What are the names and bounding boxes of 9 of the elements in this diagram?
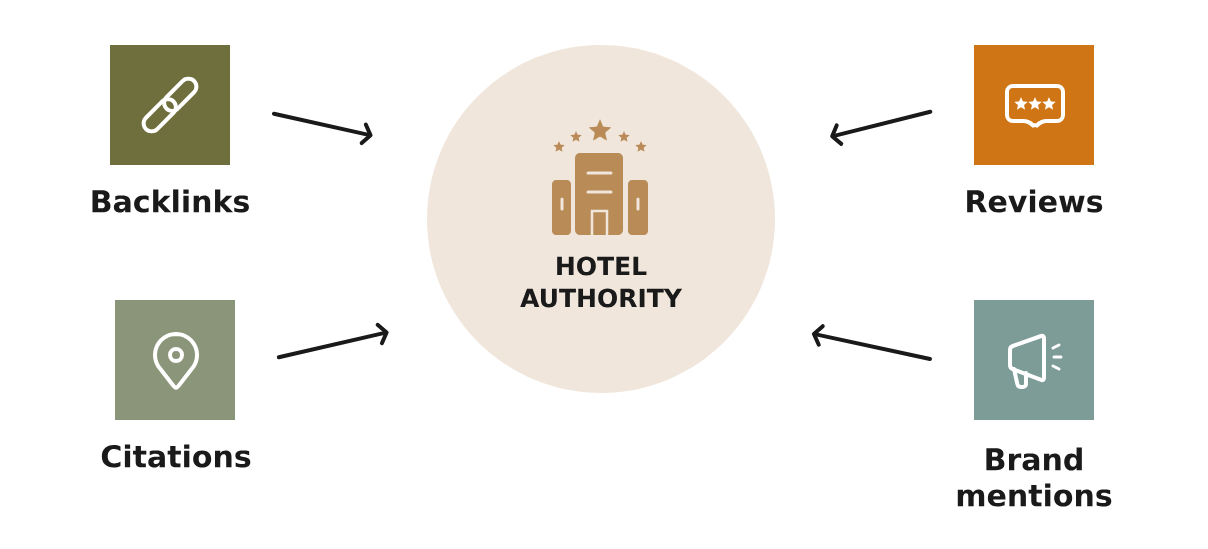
node-label: HOTEL AUTHORITY	[520, 256, 683, 308]
arrow	[811, 324, 932, 361]
arrow	[276, 322, 389, 360]
node-label: Reviews	[967, 189, 1103, 213]
arrow	[271, 111, 373, 146]
arrow	[830, 109, 933, 146]
node-label: Backlinks	[92, 189, 249, 213]
node-label: Citations	[101, 444, 251, 468]
node-label: Brand mentions	[957, 447, 1112, 507]
